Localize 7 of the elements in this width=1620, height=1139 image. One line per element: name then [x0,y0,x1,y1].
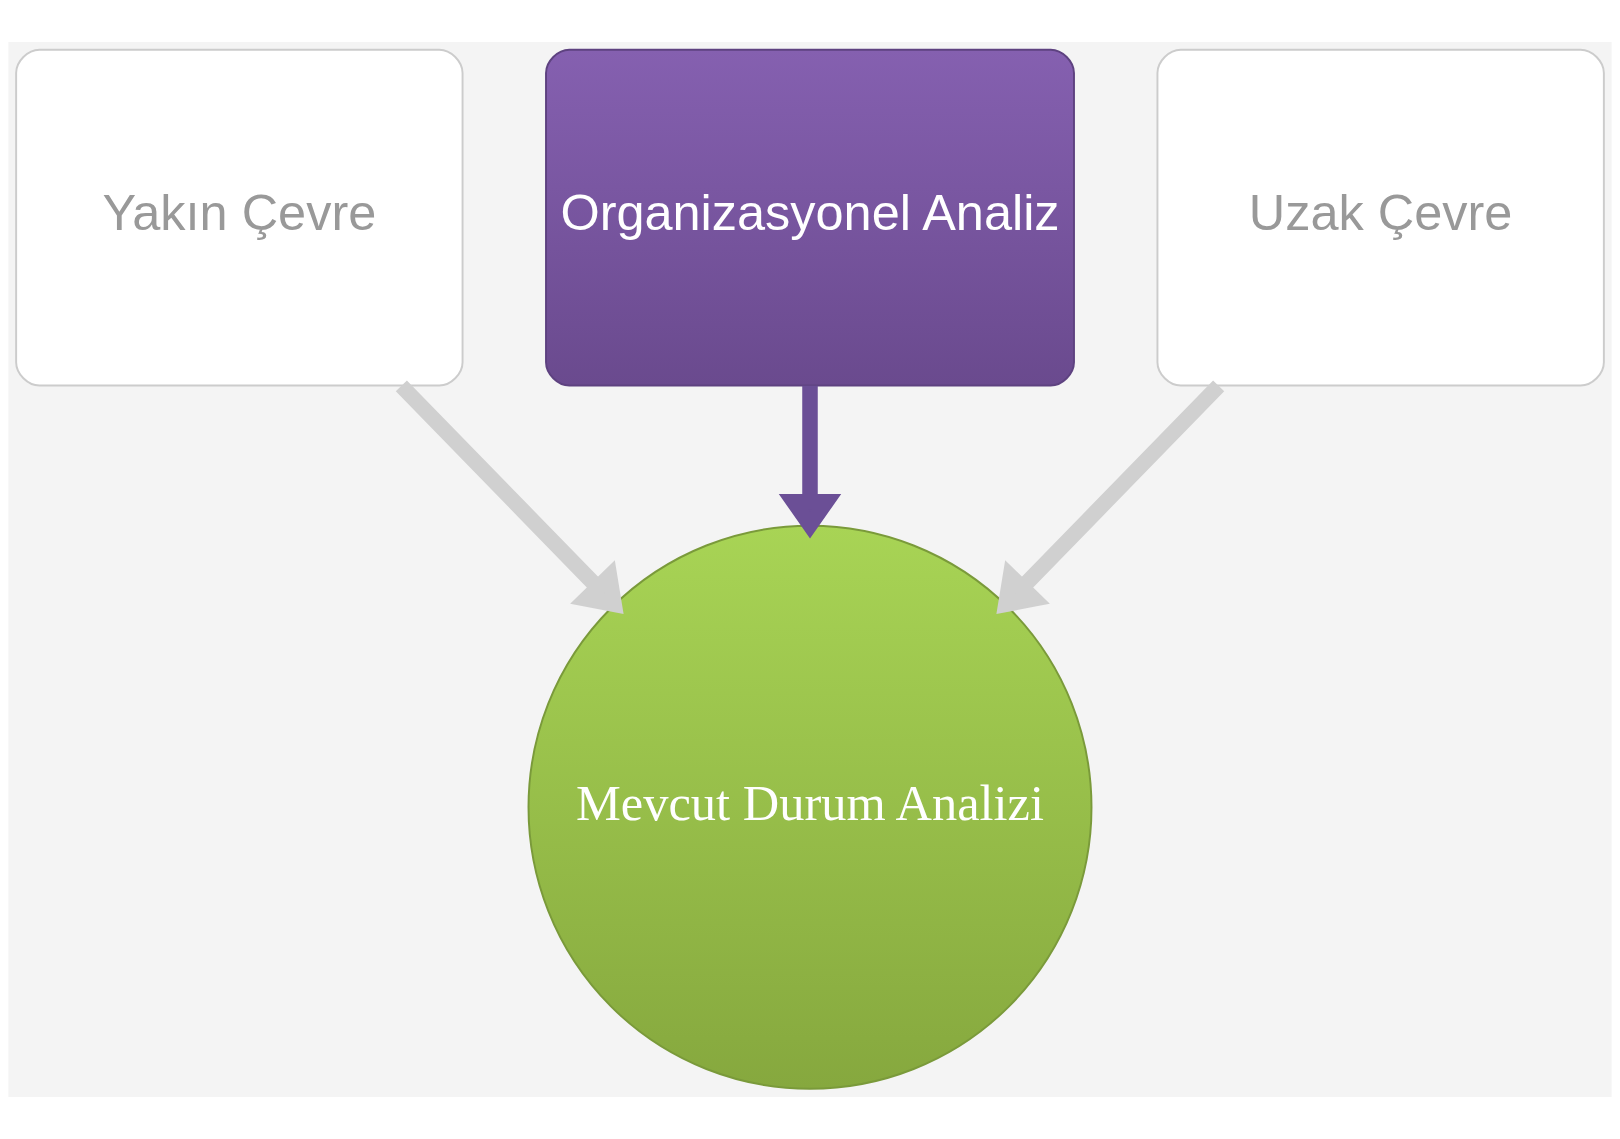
arrow [395,380,624,614]
arrow [778,385,842,539]
node-box: Uzak Çevre [1156,48,1605,387]
node-circle: Mevcut Durum Analizi [527,524,1093,1090]
node-box: Yakın Çevre [15,48,464,387]
arrow [996,380,1225,614]
node-box: Organizasyonel Analiz [545,48,1075,387]
